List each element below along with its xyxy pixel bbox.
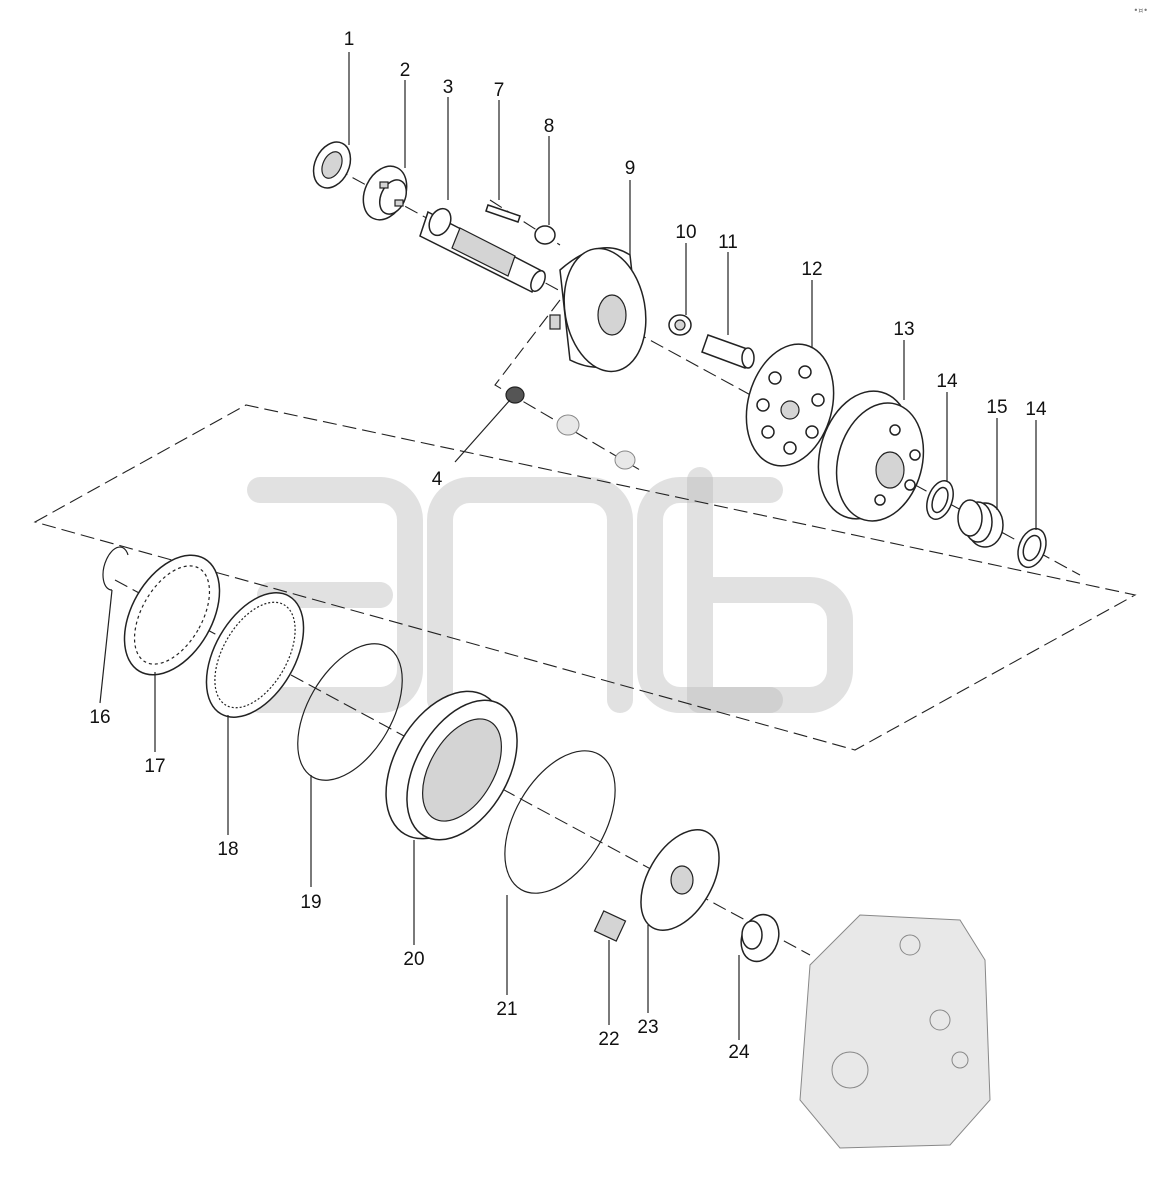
callout-20: 20 [403,949,424,970]
assembly-frame-dashed [33,404,1137,751]
part-1-seal [312,141,352,189]
part-17-friction-disc [123,554,221,676]
callout-1: 1 [344,29,355,50]
part-11-pin [701,334,755,369]
part-9-cam-drum [549,247,647,373]
housing-casting [799,914,991,1149]
callout-10: 10 [675,222,696,243]
part-22-spring [593,910,627,942]
leader-lines [99,52,1037,1040]
part-10-bushing [668,314,692,336]
part-24-bearing [740,913,780,963]
callout-18: 18 [217,839,238,860]
callout-22: 22 [598,1029,619,1050]
callout-11: 11 [718,232,738,253]
watermark-logo [247,467,853,713]
corner-mark: •¤• [1133,6,1148,15]
callout-14-a: 14 [936,371,958,392]
callout-23: 23 [637,1017,658,1038]
part-3-splined-shaft [419,207,546,294]
part-14-washer-b [1017,527,1047,569]
part-21-seal-ring [504,750,616,894]
callout-12: 12 [801,259,822,280]
callout-4: 4 [432,469,443,490]
callout-17: 17 [144,756,165,777]
part-23-plate [640,829,720,931]
part-19-o-ring [297,643,403,781]
part-12-valve-plate [745,343,835,467]
callout-15: 15 [986,397,1007,418]
part-8-roller [534,225,556,245]
callout-19: 19 [300,892,321,913]
part-15-spring [957,499,1004,548]
callout-7: 7 [494,80,505,101]
part-2-bearing [362,165,408,221]
part-16-snap-ring [102,546,129,591]
part-7-pin [485,204,521,223]
callout-13: 13 [893,319,914,340]
part-4-detent-assembly [505,386,636,470]
part-20-brake-piston [385,690,518,841]
callout-8: 8 [544,116,555,137]
callout-labels: 1 2 3 7 8 9 10 11 12 13 14 15 14 4 16 17… [89,29,1047,1063]
callout-9: 9 [625,158,636,179]
axis-line-detent [494,299,641,471]
callout-24: 24 [728,1042,750,1063]
part-18-steel-disc [205,592,305,718]
callout-21: 21 [496,999,517,1020]
part-14-washer-a [926,480,954,520]
callout-16: 16 [89,707,110,728]
callout-2: 2 [400,60,411,81]
part-13-cylinder-block [817,390,925,522]
callout-3: 3 [443,77,454,98]
callout-14-b: 14 [1025,399,1047,420]
